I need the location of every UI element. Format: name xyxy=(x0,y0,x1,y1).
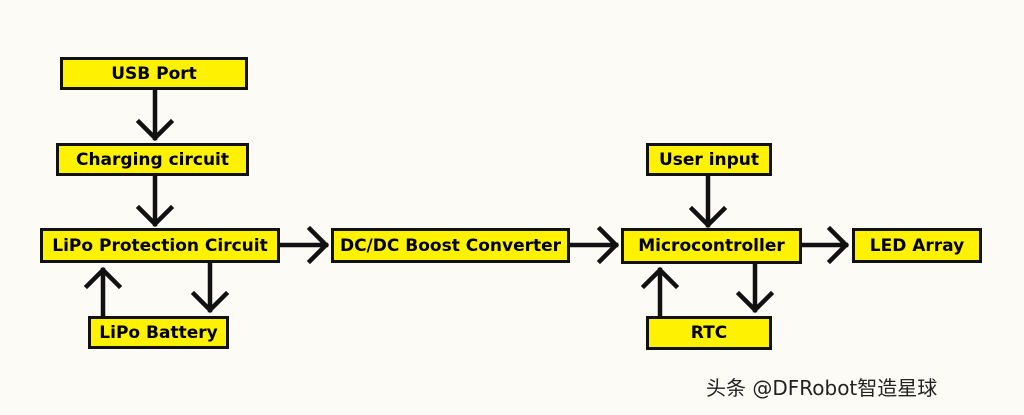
arrow-usb-to-charging xyxy=(135,87,175,142)
node-charging-circuit: Charging circuit xyxy=(56,143,249,176)
arrow-protection-to-battery xyxy=(190,260,230,314)
node-user-input: User input xyxy=(646,143,772,176)
arrow-charging-to-protection xyxy=(135,173,175,228)
arrow-protection-to-boost xyxy=(279,225,330,265)
node-led-array: LED Array xyxy=(852,228,982,263)
arrow-rtc-to-mcu xyxy=(640,266,680,319)
node-rtc: RTC xyxy=(646,316,772,350)
node-dcdc-boost-converter: DC/DC Boost Converter xyxy=(331,228,570,263)
node-usb-port: USB Port xyxy=(60,57,248,90)
node-lipo-battery: LiPo Battery xyxy=(88,316,229,349)
arrow-battery-to-protection xyxy=(83,266,123,319)
node-microcontroller: Microcontroller xyxy=(621,228,802,264)
watermark-text: 头条 @DFRobot智造星球 xyxy=(706,376,938,400)
arrow-mcu-to-led xyxy=(799,225,850,265)
arrow-boost-to-mcu xyxy=(567,225,620,265)
node-lipo-protection-circuit: LiPo Protection Circuit xyxy=(40,228,280,263)
arrow-mcu-to-rtc xyxy=(735,261,775,314)
arrow-userinput-to-mcu xyxy=(688,173,728,229)
